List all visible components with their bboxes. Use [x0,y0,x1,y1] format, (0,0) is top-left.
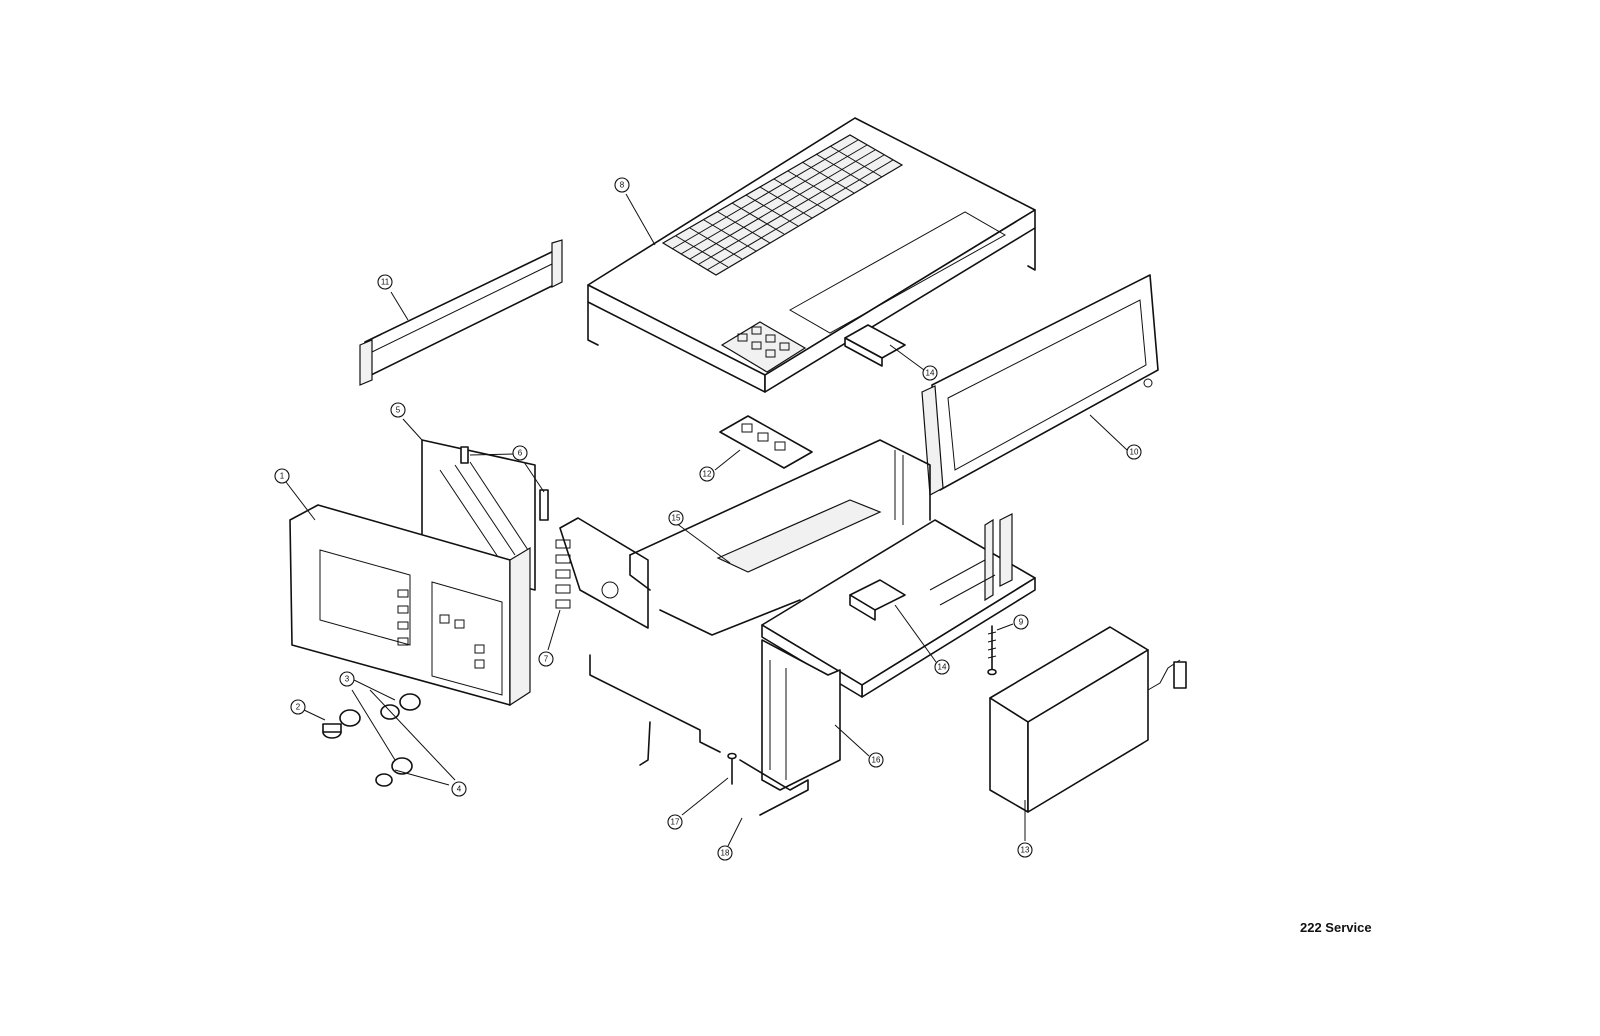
callout-14-lower: 14 [935,660,949,674]
svg-text:9: 9 [1019,618,1024,627]
callout-11: 11 [378,275,392,289]
callout-14-upper: 14 [923,366,937,380]
svg-text:2: 2 [296,703,301,712]
callout-17: 17 [668,815,682,829]
svg-text:16: 16 [872,756,881,765]
circuit-board-part [556,518,648,628]
svg-text:5: 5 [396,406,401,415]
svg-text:13: 13 [1021,846,1030,855]
svg-text:14: 14 [926,369,935,378]
svg-text:3: 3 [345,675,350,684]
callout-2: 2 [291,700,305,714]
knob-parts [323,694,420,786]
callout-5: 5 [391,403,405,417]
svg-text:6: 6 [518,449,523,458]
callout-6: 6 [513,446,527,460]
svg-text:7: 7 [544,655,549,664]
svg-text:12: 12 [703,470,712,479]
svg-text:8: 8 [620,181,625,190]
svg-text:18: 18 [721,849,730,858]
callout-4: 4 [452,782,466,796]
svg-text:1: 1 [280,472,285,481]
svg-text:14: 14 [938,663,947,672]
svg-text:15: 15 [672,514,681,523]
svg-text:17: 17 [671,818,680,827]
callout-8: 8 [615,178,629,192]
side-panel-part [922,275,1158,495]
callout-10: 10 [1127,445,1141,459]
callout-1: 1 [275,469,289,483]
keypad-rubber-part [720,416,812,468]
page-footer: 222 Service [1300,920,1372,935]
callout-16: 16 [869,753,883,767]
power-pack-part [990,627,1186,812]
small-screw-part [728,754,736,785]
top-cabinet-part [588,118,1035,392]
callout-3: 3 [340,672,354,686]
long-screw-part [988,626,996,675]
svg-text:10: 10 [1130,448,1139,457]
svg-text:11: 11 [381,278,390,287]
callout-18: 18 [718,846,732,860]
callout-7: 7 [539,652,553,666]
callout-13: 13 [1018,843,1032,857]
callout-9: 9 [1014,615,1028,629]
callout-12: 12 [700,467,714,481]
callout-15: 15 [669,511,683,525]
svg-text:4: 4 [457,785,462,794]
side-strip-part [360,240,562,385]
